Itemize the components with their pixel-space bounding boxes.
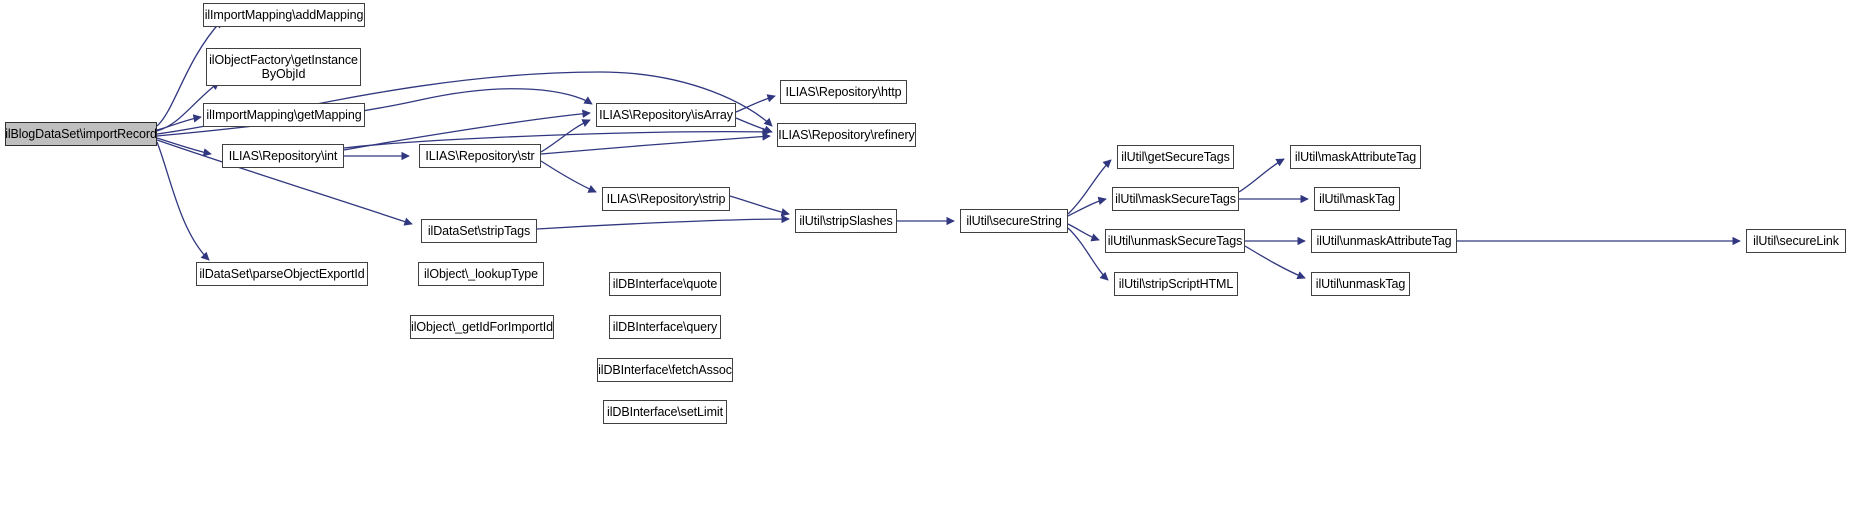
graph-node[interactable]: ILIAS\Repository\str xyxy=(419,144,541,168)
graph-node[interactable]: ilUtil\unmaskTag xyxy=(1311,272,1410,296)
call-edge xyxy=(540,119,591,153)
call-edge xyxy=(1067,159,1112,215)
call-edge xyxy=(540,132,771,155)
graph-node[interactable]: ilObject\_lookupType xyxy=(418,262,544,286)
graph-node[interactable]: ILIAS\Repository\http xyxy=(780,80,907,104)
call-edge xyxy=(1244,245,1306,280)
call-edge xyxy=(156,114,202,131)
graph-node-root[interactable]: ilBlogDataSet\importRecord xyxy=(5,122,157,146)
graph-node[interactable]: ILIAS\Repository\refinery xyxy=(777,123,916,147)
call-edge xyxy=(536,214,790,230)
graph-node[interactable]: ilUtil\unmaskSecureTags xyxy=(1105,229,1245,253)
graph-node[interactable]: ilDBInterface\quote xyxy=(609,272,721,296)
call-edge xyxy=(1067,227,1109,281)
call-edge xyxy=(156,141,210,261)
call-edge xyxy=(540,160,597,193)
call-edge xyxy=(735,117,773,134)
graph-node[interactable]: ilImportMapping\addMapping xyxy=(203,3,365,27)
graph-node[interactable]: ilUtil\secureString xyxy=(960,209,1068,233)
graph-node[interactable]: ilObject\_getIdForImportId xyxy=(410,315,554,339)
graph-node[interactable]: ilDBInterface\query xyxy=(609,315,721,339)
graph-node[interactable]: ilUtil\maskAttributeTag xyxy=(1290,145,1421,169)
call-edge xyxy=(729,195,790,217)
graph-node[interactable]: ilDBInterface\fetchAssoc xyxy=(597,358,733,382)
graph-node[interactable]: ilDBInterface\setLimit xyxy=(603,400,727,424)
graph-node[interactable]: ilObjectFactory\getInstance ByObjId xyxy=(206,48,361,86)
graph-node[interactable]: ilImportMapping\getMapping xyxy=(203,103,365,127)
call-edge xyxy=(1238,158,1285,193)
graph-node[interactable]: ilUtil\stripScriptHTML xyxy=(1114,272,1238,296)
graph-node[interactable]: ilUtil\maskTag xyxy=(1314,187,1400,211)
call-edge xyxy=(1067,223,1100,242)
graph-node[interactable]: ILIAS\Repository\isArray xyxy=(596,103,736,127)
graph-node[interactable]: ilDataSet\stripTags xyxy=(421,219,537,243)
graph-node[interactable]: ilUtil\stripSlashes xyxy=(795,209,897,233)
graph-node[interactable]: ilUtil\maskSecureTags xyxy=(1112,187,1239,211)
call-edge xyxy=(343,127,771,149)
graph-node[interactable]: ILIAS\Repository\strip xyxy=(602,187,730,211)
call-edge xyxy=(156,137,212,157)
graph-node[interactable]: ilUtil\secureLink xyxy=(1746,229,1846,253)
graph-node[interactable]: ilUtil\getSecureTags xyxy=(1117,145,1234,169)
graph-node[interactable]: ilUtil\unmaskAttributeTag xyxy=(1311,229,1457,253)
call-edge xyxy=(735,94,776,113)
edge-group xyxy=(156,19,1741,281)
graph-node[interactable]: ilDataSet\parseObjectExportId xyxy=(196,262,368,286)
call-edge xyxy=(1067,196,1107,217)
graph-node[interactable]: ILIAS\Repository\int xyxy=(222,144,344,168)
